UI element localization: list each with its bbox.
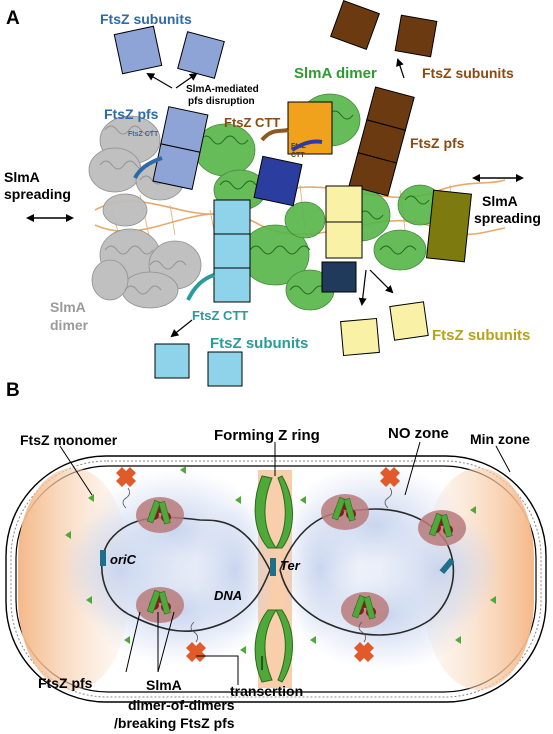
ftsz-ctt-tail-brown: [260, 128, 289, 142]
transertion-proteins: [116, 467, 400, 662]
slma-mediated-label: SlmA-mediated: [186, 84, 259, 95]
ftsz-monomer-label: FtsZ monomer: [20, 432, 118, 448]
callout-lines: [59, 441, 511, 685]
ftsz-pfs-cyan: [213, 199, 251, 303]
ftsz-pfs-right-label: FtsZ pfs: [410, 135, 465, 151]
ftsz-ctt-small-center-2: CTT: [291, 152, 305, 159]
transertion-label: transertion: [230, 683, 303, 699]
ftsz-subunit-brown-2: [394, 14, 438, 58]
ftsz-subunit-orange: [287, 101, 333, 155]
ftsz-subunit-blue-2: [177, 31, 225, 79]
slma-spreading-right-2: spreading: [474, 210, 541, 226]
z-ring: [254, 475, 293, 683]
slma-dimer-center-label: SlmA dimer: [294, 65, 377, 82]
oric-marker-right: [439, 557, 455, 575]
ftsz-monomers: [65, 466, 496, 654]
ftsz-ctt-tail-left: [133, 156, 163, 179]
ftsz-ctt-brown-label: FtsZ CTT: [224, 115, 280, 130]
ftsz-ctt-teal-label: FtsZ CTT: [192, 308, 248, 323]
ftsz-subunit-blue-1: [113, 25, 163, 75]
slma-dimer-left-1: SlmA: [50, 299, 86, 315]
ftsz-ctt-small-left-label: FtsZ CTT: [128, 131, 159, 138]
slma-label-1: SlmA: [146, 677, 182, 693]
slma-gray-helices: [99, 125, 187, 295]
ftsz-subunit-yellow-2: [389, 301, 429, 341]
no-zone-label: NO zone: [388, 425, 449, 442]
ftsz-subunit-cyan-2: [207, 351, 243, 387]
slma-label-3: /breaking FtsZ pfs: [114, 715, 235, 731]
min-zone-label: Min zone: [470, 431, 530, 447]
ftsz-subunit-cyan-1: [154, 343, 190, 379]
pfs-disruption-arrows: [146, 72, 198, 89]
yellow-release-arrows: [358, 269, 394, 306]
panel-b-letter: B: [6, 380, 20, 401]
slma-spreading-right-1: SlmA: [482, 193, 518, 209]
pfs-disruption-label: pfs disruption: [188, 96, 255, 107]
transertion-links: [122, 487, 392, 643]
slma-cluster: [136, 494, 466, 628]
ftsz-subunit-olive: [426, 189, 472, 263]
slma-label-2: dimer-of-dimers: [128, 697, 235, 713]
ftsz-ctt-tail-teal: [186, 273, 215, 301]
slma-dimer-left-2: dimer: [50, 317, 89, 333]
cyan-release-arrow: [170, 319, 193, 338]
ftsz-subunits-top-blue-label: FtsZ subunits: [100, 11, 192, 27]
ftsz-pfs-brown-right: [348, 86, 415, 197]
ftsz-subunits-top-brown-label: FtsZ subunits: [422, 65, 514, 81]
forming-z-ring-label: Forming Z ring: [214, 427, 320, 444]
brown-release-arrow: [396, 58, 405, 79]
slma-spreading-left-2: spreading: [4, 186, 71, 202]
panel-a-letter: A: [6, 8, 20, 29]
ter-marker: [270, 558, 276, 576]
ftsz-subunit-brown-1: [330, 0, 380, 50]
ftsz-pfs-left-label: FtsZ pfs: [104, 106, 159, 122]
ter-label: Ter: [280, 558, 301, 573]
ftsz-pfs-blue-left: [152, 106, 209, 190]
ftsz-ctt-tail-blue: [290, 139, 323, 152]
oric-label: oriC: [110, 552, 137, 567]
ftsz-subunit-darkblue: [253, 155, 303, 207]
ftsz-subunit-navy: [321, 261, 357, 293]
ftsz-subunits-bottom-teal-label: FtsZ subunits: [210, 335, 308, 352]
ftsz-subunit-yellow-1: [340, 317, 380, 357]
ftsz-subunits-bottom-yellow-label: FtsZ subunits: [432, 327, 530, 344]
dna-label: DNA: [214, 588, 242, 603]
oric-marker: [100, 550, 106, 566]
slma-spreading-left-1: SlmA: [4, 169, 40, 185]
ftsz-pfs-yellow: [325, 185, 363, 259]
ftsz-pfs-label: FtsZ pfs: [38, 675, 93, 691]
